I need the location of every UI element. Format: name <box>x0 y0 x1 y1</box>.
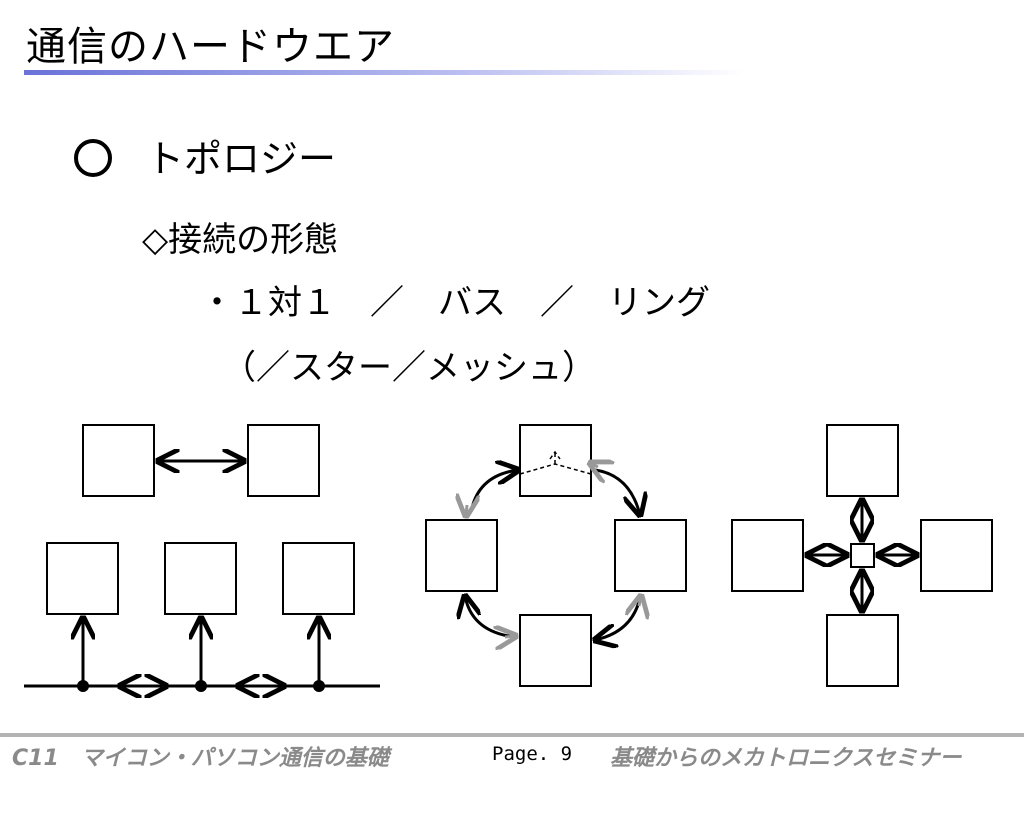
ring-arrow-secondary <box>466 505 467 516</box>
node-box <box>282 542 355 615</box>
star-topology <box>731 424 993 687</box>
heading-text: トポロジー <box>146 137 337 181</box>
heading: トポロジー <box>74 128 336 183</box>
node-box <box>519 614 592 687</box>
bus-tap-dot <box>195 680 207 692</box>
subheading: ◇接続の形態 <box>142 220 339 260</box>
topology-diagram <box>24 424 993 720</box>
bus-tap-dot <box>313 680 325 692</box>
node-box <box>164 542 237 615</box>
node-box <box>920 519 993 592</box>
ring-arrow <box>595 597 642 640</box>
node-box <box>731 519 804 592</box>
ring-arrow-secondary <box>639 596 641 606</box>
slide-title: 通信のハードウエア <box>26 24 395 70</box>
node-box <box>826 614 899 687</box>
footer-rule <box>0 733 1024 737</box>
footer-seminar-title: 基礎からのメカトロニクスセミナー <box>610 746 962 771</box>
bus-tap-dot <box>77 680 89 692</box>
bus-topology <box>24 542 380 692</box>
node-box <box>826 424 899 497</box>
node-box <box>247 424 320 497</box>
bullet-line-1: ・１対１ ／ バス ／ リング <box>200 283 710 323</box>
hub-box <box>850 543 875 568</box>
ring-arrow <box>465 596 516 639</box>
ring-arrow <box>594 468 640 515</box>
footer-course-title: C11 マイコン・パソコン通信の基礎 <box>12 746 389 771</box>
node-box <box>614 519 687 592</box>
circle-bullet-icon <box>74 138 112 177</box>
ring-arrow-secondary <box>505 636 516 637</box>
ring-arrow <box>470 470 518 509</box>
ring-split-line <box>519 450 592 475</box>
title-underline <box>24 70 744 75</box>
ring-arrow-secondary <box>590 463 598 467</box>
node-box <box>82 424 155 497</box>
bullet-line-2: （／スター／メッシュ） <box>222 348 596 388</box>
node-box <box>425 519 498 592</box>
page-number: Page. 9 <box>492 743 573 765</box>
node-box <box>46 542 119 615</box>
one-to-one-topology <box>82 424 320 497</box>
footer: C11 マイコン・パソコン通信の基礎 Page. 9 基礎からのメカトロニクスセ… <box>0 740 1024 771</box>
ring-topology <box>425 424 687 687</box>
